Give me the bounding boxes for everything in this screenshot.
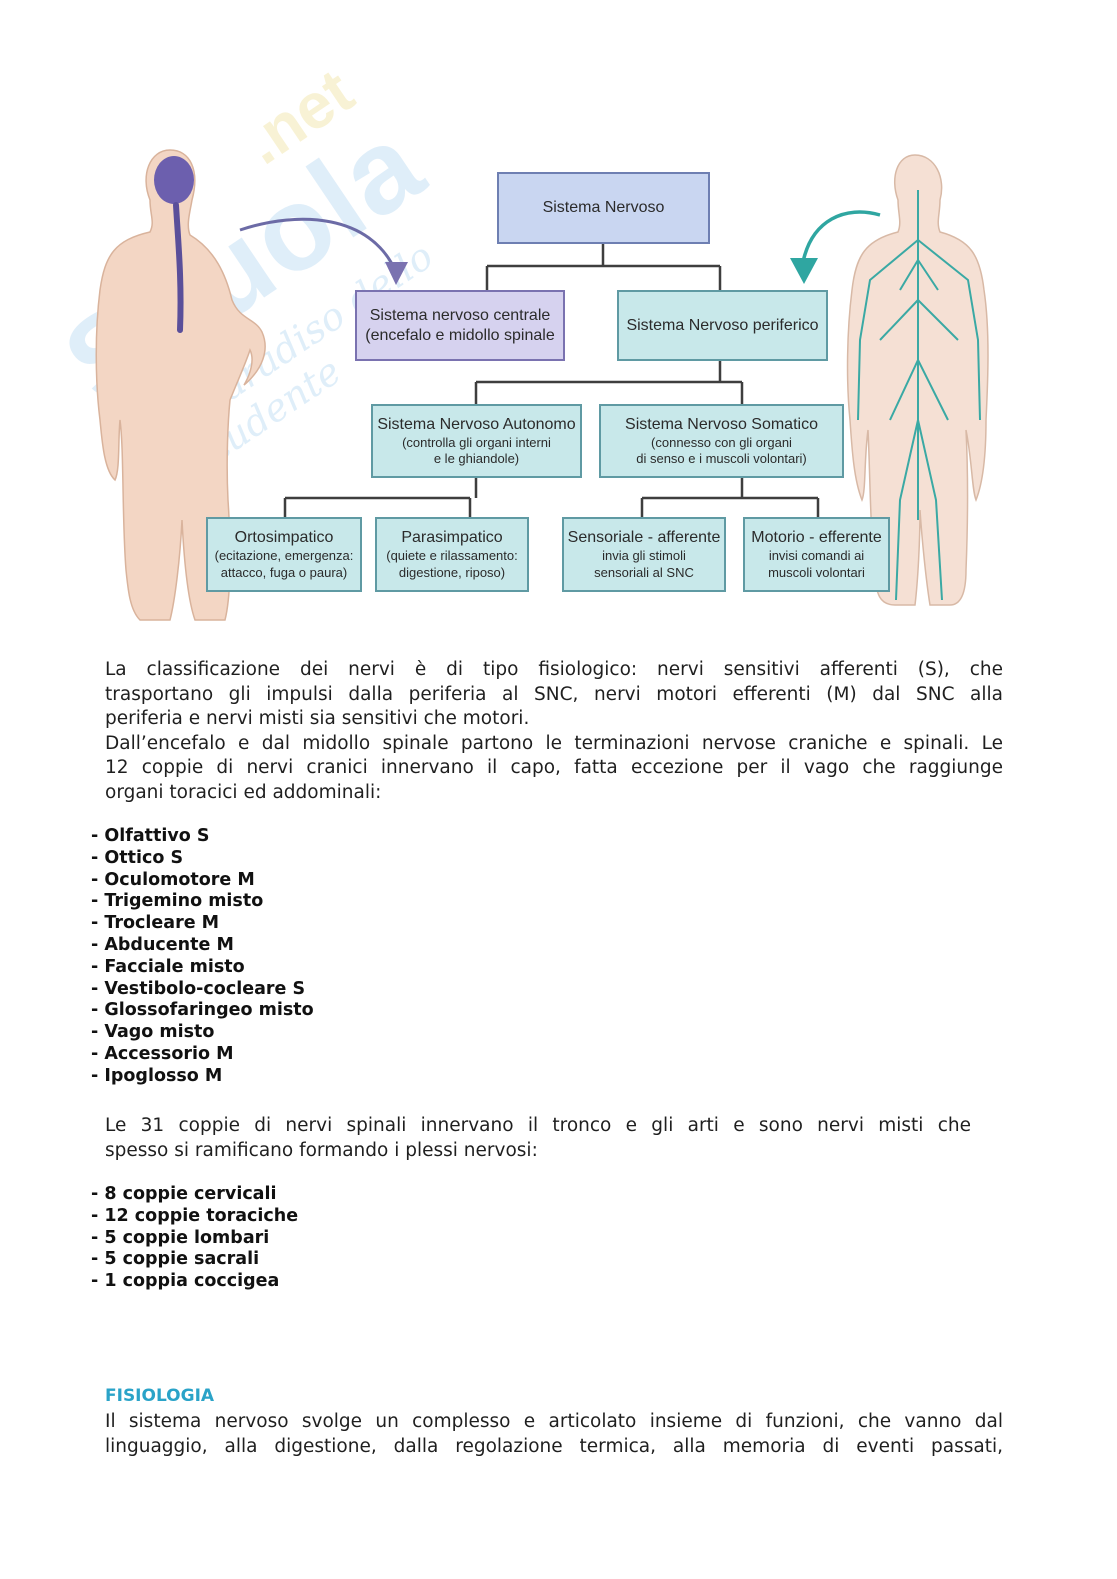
parasympathetic-node-line1: (quiete e rilassamento: <box>386 548 518 564</box>
parasympathetic-node-line2: digestione, riposo) <box>398 564 506 580</box>
list-item: - 1 coppia coccigea <box>91 1271 280 1292</box>
somatic-node-line2: di senso e i muscoli volontari) <box>636 451 807 466</box>
sensory-afferent-node: Sensoriale - afferente invia gli stimoli… <box>562 517 726 592</box>
central-nervous-system-node: Sistema nervoso centrale (encefalo e mid… <box>355 290 565 361</box>
central-node-subtitle: (encefalo e midollo spinale <box>365 326 555 344</box>
somatic-node-title: Sistema Nervoso Somatico <box>625 415 818 433</box>
diagram-graphics <box>95 149 989 621</box>
cranial-nerves-list: - Olfattivo S - Ottico S - Oculomotore M… <box>91 826 314 1088</box>
central-node-title: Sistema nervoso centrale <box>369 306 551 324</box>
pns-human-figure <box>846 154 989 606</box>
paragraph-spinal-nerves: Le 31 coppie di nervi spinali innervano … <box>105 1114 971 1163</box>
paragraph-line: Dall’encefalo e dal midollo spinale part… <box>105 732 1003 754</box>
motor-efferent-node: Motorio - efferente invisi comandi ai mu… <box>743 517 890 592</box>
paragraph-line: linguaggio, alla digestione, dalla regol… <box>105 1435 1003 1457</box>
list-item: - Vestibolo-cocleare S <box>91 978 306 999</box>
sensory-node-line2: sensoriali al SNC <box>594 564 694 580</box>
paragraph-line: 12 coppie di nervi cranici innervano il … <box>105 757 1003 778</box>
root-node: Sistema Nervoso <box>497 172 710 244</box>
paragraph-line: Le 31 coppie di nervi spinali innervano … <box>105 1115 971 1136</box>
sensory-node-title: Sensoriale - afferente <box>567 529 721 547</box>
autonomic-node-title: Sistema Nervoso Autonomo <box>377 415 576 433</box>
cns-human-figure <box>95 149 266 621</box>
root-node-label: Sistema Nervoso <box>542 199 665 216</box>
spinal-nerves-list: - 8 coppie cervicali - 12 coppie toracic… <box>91 1184 298 1293</box>
sympathetic-node-line2: attacco, fuga o paura) <box>220 564 348 580</box>
paragraph-line: periferia e nervi misti sia sensitivi ch… <box>105 708 530 729</box>
list-item: - 8 coppie cervicali <box>91 1184 277 1204</box>
parasympathetic-node: Parasimpatico (quiete e rilassamento: di… <box>375 517 529 592</box>
list-item: - Facciale misto <box>91 956 245 977</box>
list-item: - Glossofaringeo misto <box>91 1000 314 1021</box>
paragraph-line: Il sistema nervoso svolge un complesso e… <box>105 1411 1003 1432</box>
paragraph-line: trasportano gli impulsi dalla periferia … <box>105 683 1003 705</box>
nervous-system-diagram: Skuola .net il paradiso dello studente <box>0 0 1117 640</box>
list-item: - Vago misto <box>91 1022 215 1043</box>
peripheral-nervous-system-node: Sistema Nervoso periferico <box>617 290 828 361</box>
list-item: - Trocleare M <box>91 913 220 934</box>
parasympathetic-node-title: Parasimpatico <box>401 529 503 547</box>
autonomic-node-line2: e le ghiandole) <box>433 451 520 466</box>
sympathetic-node-title: Ortosimpatico <box>234 529 334 547</box>
sympathetic-node: Ortosimpatico (ecitazione, emergenza: at… <box>206 517 362 592</box>
list-item: - Abducente M <box>91 934 234 955</box>
somatic-node-line1: (connesso con gli organi <box>651 434 792 450</box>
paragraph-physiology: Il sistema nervoso svolge un complesso e… <box>105 1410 1003 1459</box>
autonomic-node-line1: (controlla gli organi interni <box>402 434 551 450</box>
sensory-node-line1: invia gli stimoli <box>602 548 686 564</box>
list-item: - Accessorio M <box>91 1043 234 1064</box>
autonomic-nervous-system-node: Sistema Nervoso Autonomo (controlla gli … <box>371 404 582 478</box>
motor-node-line1: invisi comandi ai <box>768 548 865 564</box>
list-item: - 12 coppie toraciche <box>91 1205 299 1226</box>
motor-node-line2: muscoli volontari <box>768 564 865 580</box>
list-item: - Olfattivo S <box>91 826 210 846</box>
list-item: - Oculomotore M <box>91 869 255 890</box>
list-item: - 5 coppie sacrali <box>91 1249 260 1270</box>
sympathetic-node-line1: (ecitazione, emergenza: <box>214 548 354 564</box>
paragraph-line: spesso si ramificano formando i plessi n… <box>105 1139 538 1161</box>
motor-node-title: Motorio - efferente <box>751 529 882 547</box>
list-item: - Ottico S <box>91 847 184 868</box>
peripheral-node-title: Sistema Nervoso periferico <box>626 316 819 334</box>
somatic-nervous-system-node: Sistema Nervoso Somatico (connesso con g… <box>599 404 844 478</box>
list-item: - Trigemino misto <box>91 891 264 912</box>
paragraph-line: La classificazione dei nervi è di tipo f… <box>105 659 1003 680</box>
paragraph-line: organi toracici ed addominali: <box>105 781 382 803</box>
list-item: - 5 coppie lombari <box>91 1227 270 1248</box>
list-item: - Ipoglosso M <box>91 1065 223 1086</box>
paragraph-nerve-classification: La classificazione dei nervi è di tipo f… <box>105 658 1003 805</box>
section-heading-fisiologia: FISIOLOGIA <box>105 1386 215 1406</box>
